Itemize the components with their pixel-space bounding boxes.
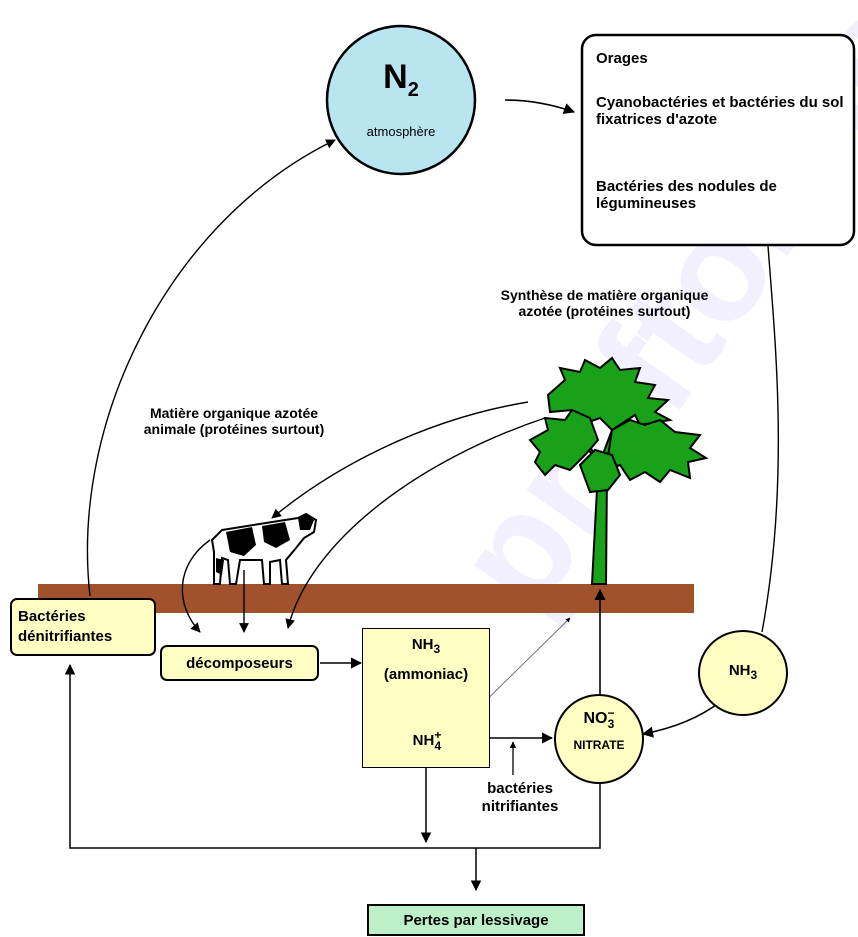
nh4-sub: 4 [434,739,442,753]
nitrate-sub: 3 [607,717,615,731]
nh3-text: NH [411,636,434,653]
loop-bottom-line [64,663,601,849]
animal-matter-label: Matière organique azotée animale (protéi… [143,405,325,437]
denitrifiers-box: Bactéries dénitrifiantes [10,598,156,656]
decomposers-label: décomposeurs [186,654,293,672]
cow-illustration [210,512,318,585]
nh3-circle [698,630,788,716]
nitrate-sup: − [607,706,615,720]
arrow-denitrifiers-to-atmosphere [86,139,336,597]
nh4-sup: + [434,728,442,742]
plant-synthesis-label: Synthèse de matière organique azotée (pr… [500,287,709,319]
ammonia-name: (ammoniac) [383,666,469,683]
ammonia-box [362,628,490,768]
tree-crown-mid [578,448,622,494]
atmosphere-symbol: N2 [361,58,441,109]
nh3-formula: NH3 [362,636,490,656]
line-fixation-to-nh3 [761,245,780,633]
tree-crown-right [604,418,709,484]
nh3-circle-text: NH [728,662,751,679]
arrow-nh3-to-nitrate [641,701,721,738]
fixation-line-nodules: Bactéries des nodules de légumineuses [596,178,777,212]
denitrifiers-label: Bactéries dénitrifiantes [18,608,113,645]
arrow-plant-to-decomposers [285,417,546,629]
n2-symbol: N [383,58,408,96]
nh4-text: NH [412,731,435,749]
nitrate-name: NITRATE [573,738,625,752]
tree-crown-left [528,408,600,477]
decomposers-box: décomposeurs [160,645,319,681]
fixation-box [580,33,856,247]
arrow-atmosphere-to-fixation [504,99,576,114]
fixation-line-orages: Orages [596,50,648,67]
n2-subscript: 2 [407,78,419,101]
nitrate-text: NO [583,710,608,728]
leaching-box: Pertes par lessivage [367,904,585,936]
nh4-formula: NH+4 [392,728,462,753]
nitrate-formula: NO−3 [554,706,644,731]
nh3-circle-sub: 3 [750,668,758,682]
nitrate-circle [554,694,644,784]
nh3-circle-formula: NH3 [698,662,788,682]
arrow-animal-to-decomposers-left [181,539,211,633]
cow-spot-4 [216,558,224,575]
fixation-line-cyanobacteria: Cyanobactéries et bactéries du sol fixat… [596,94,844,128]
arrow-plant-to-animal [271,401,529,519]
nitrifiers-label: bactéries nitrifiantes [481,780,559,815]
cow-spot-1 [226,527,256,556]
atmosphere-label: atmosphère [366,124,436,139]
cow-spot-3 [298,514,314,530]
leaching-label: Pertes par lessivage [403,911,549,929]
cow-spot-2 [262,522,290,548]
tree-illustration [528,356,709,585]
nh3-sub: 3 [433,642,441,656]
atmosphere-circle [325,24,477,176]
